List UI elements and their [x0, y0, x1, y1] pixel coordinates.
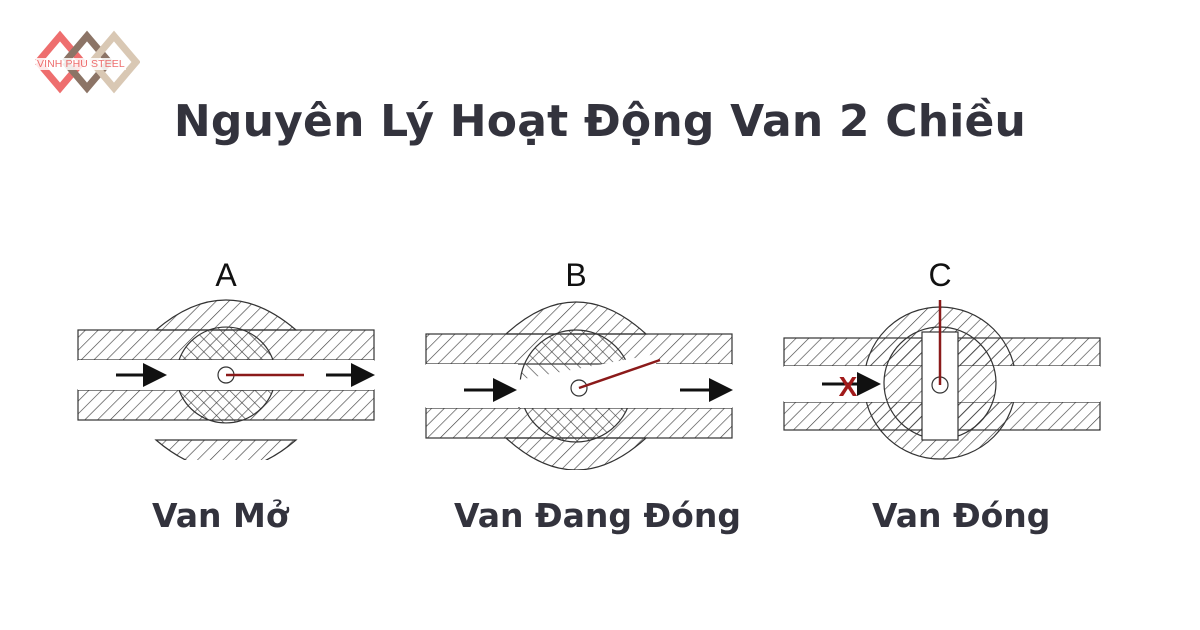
valve-disc-closing: [578, 358, 661, 390]
blocked-x-icon: X: [839, 371, 858, 402]
page-title: Nguyên Lý Hoạt Động Van 2 Chiều: [173, 96, 1027, 147]
diagram-letter-b: B: [565, 257, 586, 293]
diagram-a-open-valve: A: [76, 250, 376, 460]
caption-closed: Van Đóng: [872, 496, 1051, 535]
caption-closing: Van Đang Đóng: [454, 496, 741, 535]
diagram-c-closed-valve: C X: [782, 250, 1102, 470]
diagram-letter-a: A: [215, 257, 237, 293]
vinh-phu-steel-logo: VINH PHU STEEL: [30, 28, 141, 96]
logo-text: VINH PHU STEEL: [36, 58, 126, 70]
diagram-letter-c: C: [928, 257, 951, 293]
caption-open: Van Mở: [152, 496, 289, 535]
diagram-b-closing-valve: B: [424, 250, 734, 470]
